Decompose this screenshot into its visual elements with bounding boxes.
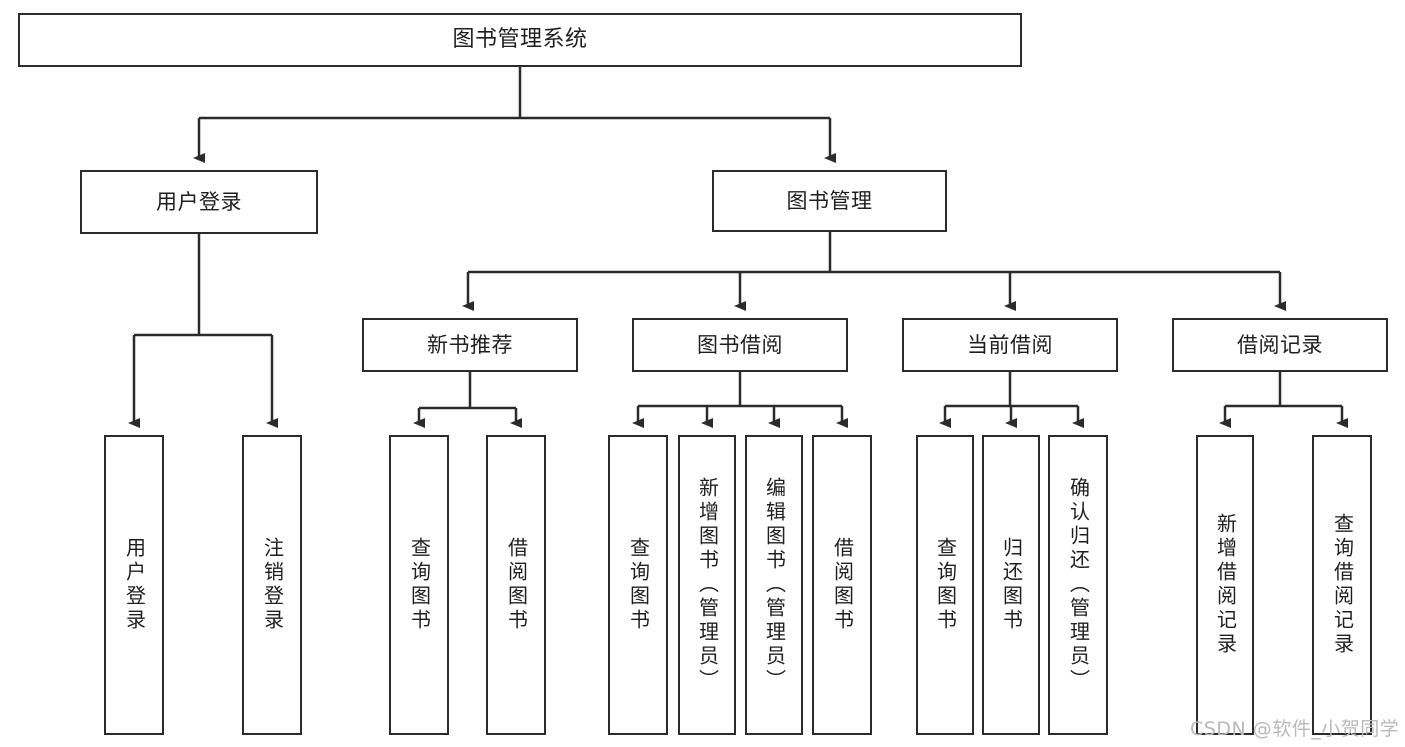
leaf-query-book-2-label: 查询图书	[626, 537, 651, 633]
node-user-login-label: 用户登录	[156, 189, 242, 214]
leaf-query-book-1-label: 查询图书	[407, 537, 432, 633]
node-root-label: 图书管理系统	[452, 27, 588, 53]
node-new-book-recommend-label: 新书推荐	[427, 332, 513, 357]
leaf-logout[interactable]: 注销登录	[242, 435, 302, 735]
node-book-manage[interactable]: 图书管理	[712, 170, 947, 232]
leaf-return-book[interactable]: 归还图书	[982, 435, 1040, 735]
leaf-query-book-1[interactable]: 查询图书	[389, 435, 449, 735]
node-current-borrow[interactable]: 当前借阅	[902, 318, 1118, 372]
leaf-borrow-book-2-label: 借阅图书	[830, 537, 855, 633]
leaf-user-login-label: 用户登录	[122, 537, 147, 633]
leaf-borrow-book-1[interactable]: 借阅图书	[486, 435, 546, 735]
node-borrow-record-label: 借阅记录	[1237, 332, 1323, 357]
leaf-add-book-label: 新增图书（管理员）	[695, 477, 720, 693]
leaf-confirm-return-label: 确认归还（管理员）	[1066, 477, 1091, 693]
node-new-book-recommend[interactable]: 新书推荐	[362, 318, 578, 372]
node-book-manage-label: 图书管理	[786, 188, 873, 213]
leaf-confirm-return[interactable]: 确认归还（管理员）	[1048, 435, 1108, 735]
leaf-query-book-2[interactable]: 查询图书	[608, 435, 668, 735]
leaf-query-book-3-label: 查询图书	[933, 537, 958, 633]
leaf-add-record-label: 新增借阅记录	[1213, 513, 1238, 657]
leaf-user-login[interactable]: 用户登录	[104, 435, 164, 735]
node-book-borrow-label: 图书借阅	[697, 332, 783, 357]
leaf-add-book[interactable]: 新增图书（管理员）	[678, 435, 736, 735]
leaf-query-book-3[interactable]: 查询图书	[916, 435, 974, 735]
leaf-query-record[interactable]: 查询借阅记录	[1312, 435, 1372, 735]
node-user-login[interactable]: 用户登录	[80, 170, 318, 234]
node-current-borrow-label: 当前借阅	[967, 332, 1053, 357]
leaf-borrow-book-2[interactable]: 借阅图书	[812, 435, 872, 735]
leaf-query-record-label: 查询借阅记录	[1330, 513, 1355, 657]
leaf-borrow-book-1-label: 借阅图书	[504, 537, 529, 633]
leaf-edit-book-label: 编辑图书（管理员）	[762, 477, 787, 693]
leaf-edit-book[interactable]: 编辑图书（管理员）	[745, 435, 803, 735]
node-borrow-record[interactable]: 借阅记录	[1172, 318, 1388, 372]
leaf-logout-label: 注销登录	[260, 537, 285, 633]
node-root[interactable]: 图书管理系统	[18, 13, 1022, 67]
leaf-add-record[interactable]: 新增借阅记录	[1196, 435, 1254, 735]
node-book-borrow[interactable]: 图书借阅	[632, 318, 848, 372]
leaf-return-book-label: 归还图书	[999, 537, 1024, 633]
edges	[128, 67, 1348, 428]
csdn-watermark: CSDN @软件_小贺同学	[1190, 718, 1400, 740]
